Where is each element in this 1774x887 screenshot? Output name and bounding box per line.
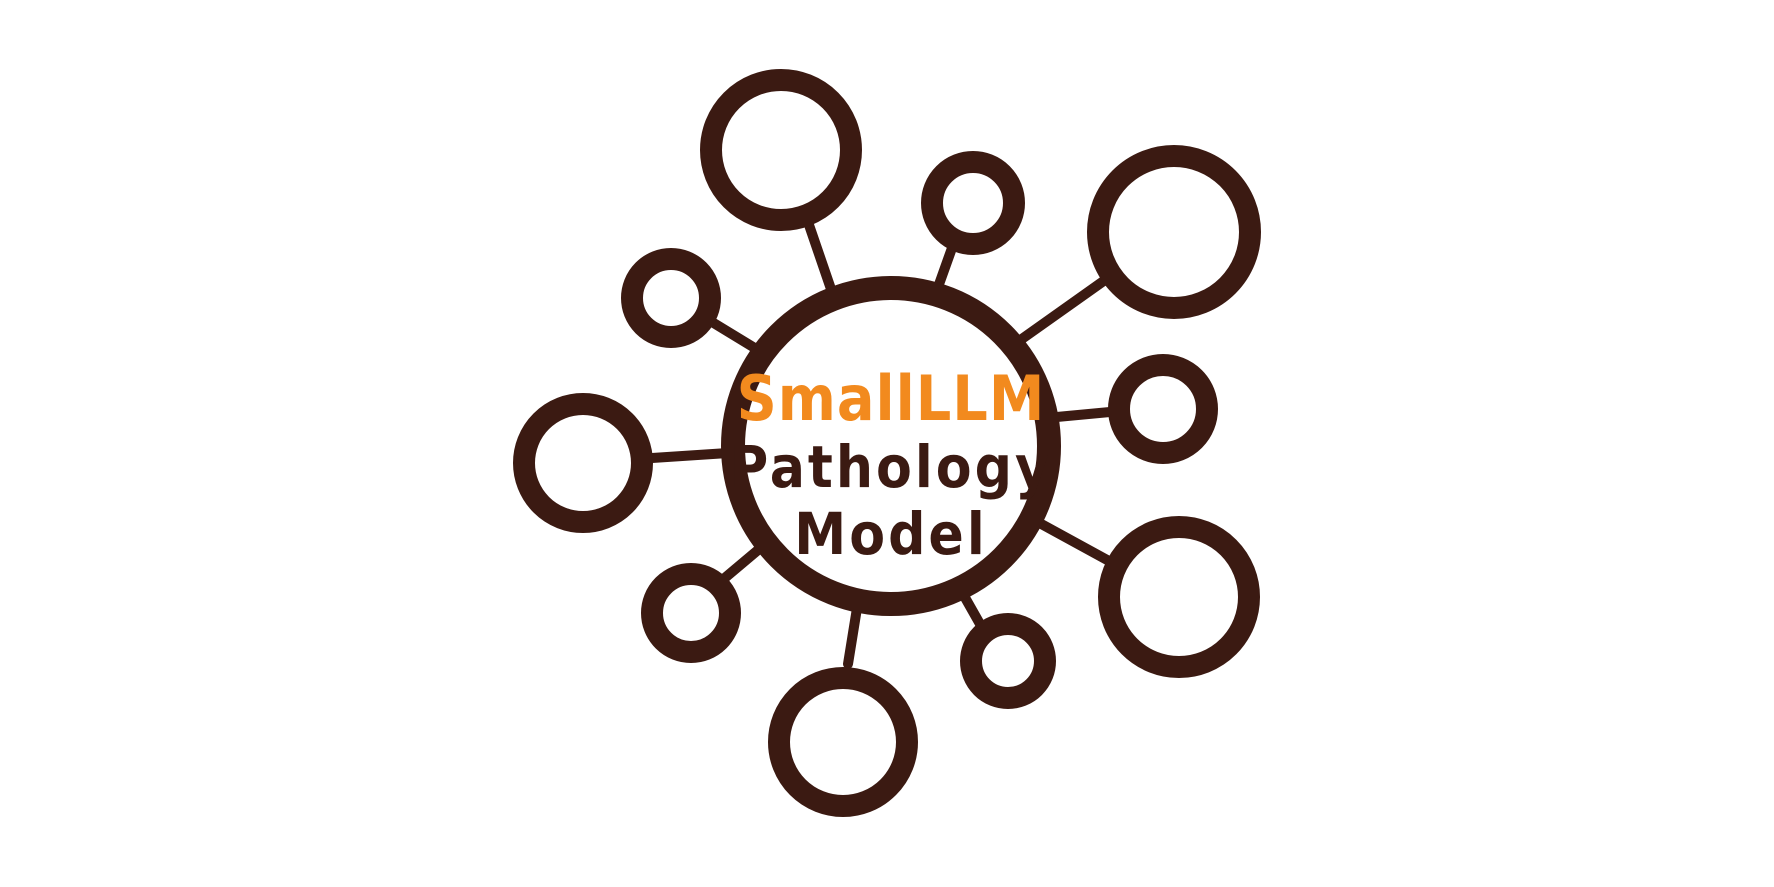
node-left xyxy=(513,393,653,533)
node-top-left xyxy=(700,69,862,231)
node-right xyxy=(1108,354,1218,464)
node-bottom xyxy=(768,667,918,817)
connector-top-right xyxy=(1007,275,1110,351)
connector-upper-left xyxy=(707,317,763,355)
node-top-right xyxy=(1087,145,1261,319)
hub-title-line-2: Pathology xyxy=(730,433,1052,501)
hub-title-line-3: Model xyxy=(794,500,987,568)
hub-title-line-1: SmallLLM xyxy=(737,362,1046,435)
connector-top-left xyxy=(803,217,837,297)
connector-lower-left xyxy=(715,540,769,587)
connector-left xyxy=(647,448,733,463)
node-top xyxy=(921,151,1025,255)
connector-bottom-right xyxy=(958,589,985,629)
node-lower-right xyxy=(1098,516,1260,678)
hub: SmallLLM Pathology Model xyxy=(721,276,1061,616)
node-bottom-right xyxy=(960,613,1056,709)
connector-lower-right xyxy=(1029,515,1114,566)
connector-top xyxy=(932,243,957,295)
node-lower-left xyxy=(641,563,741,663)
node-upper-left xyxy=(621,248,721,348)
hub-circle xyxy=(721,276,1061,616)
satellite-nodes xyxy=(513,69,1261,817)
